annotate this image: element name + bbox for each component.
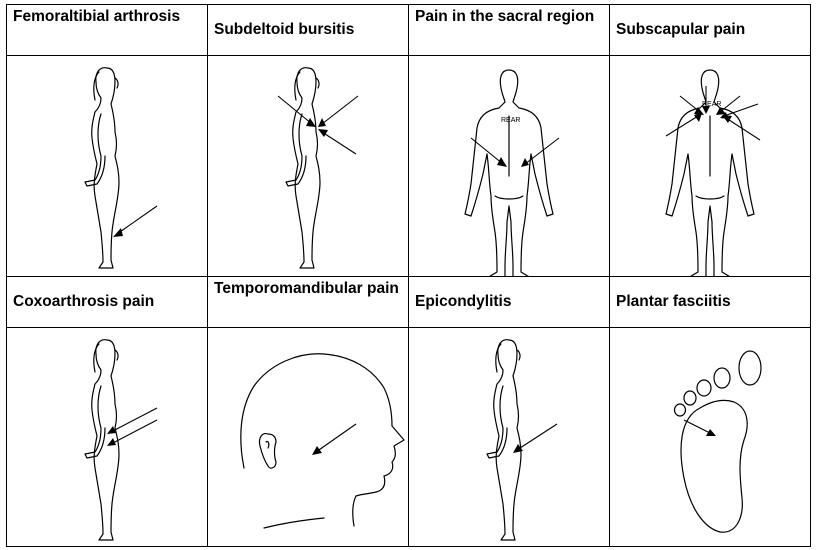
cell-header: Subscapular pain bbox=[610, 5, 811, 56]
cell-illustration bbox=[7, 56, 208, 277]
cell-illustration bbox=[7, 328, 208, 547]
cell-header: Temporomandibular pain bbox=[208, 277, 409, 328]
condition-label: Subscapular pain bbox=[610, 5, 810, 39]
standing-woman-side-icon bbox=[208, 56, 408, 276]
condition-label: Temporomandibular pain bbox=[208, 277, 408, 298]
standing-woman-side-icon bbox=[7, 56, 207, 276]
condition-label: Coxoarthrosis pain bbox=[7, 277, 207, 311]
cell-illustration bbox=[208, 328, 409, 547]
condition-label: Epicondylitis bbox=[409, 277, 609, 311]
cell-header: Femoraltibial arthrosis bbox=[7, 5, 208, 56]
footprint-icon bbox=[610, 328, 810, 546]
standing-woman-side-icon bbox=[7, 328, 207, 546]
cell-header: Plantar fasciitis bbox=[610, 277, 811, 328]
cell-header: Epicondylitis bbox=[409, 277, 610, 328]
cell-illustration bbox=[208, 56, 409, 277]
standing-woman-side-icon bbox=[409, 328, 609, 546]
cell-illustration bbox=[610, 328, 811, 547]
cell-header: Coxoarthrosis pain bbox=[7, 277, 208, 328]
condition-label: Femoraltibial arthrosis bbox=[7, 5, 207, 26]
cell-header: Subdeltoid bursitis bbox=[208, 5, 409, 56]
cell-illustration: REAR bbox=[409, 56, 610, 277]
condition-label: Pain in the sacral region bbox=[409, 5, 609, 26]
condition-label: Subdeltoid bursitis bbox=[208, 5, 408, 39]
cell-header: Pain in the sacral region bbox=[409, 5, 610, 56]
condition-label: Plantar fasciitis bbox=[610, 277, 810, 311]
conditions-grid: Femoraltibial arthrosis Subdeltoid bursi… bbox=[6, 4, 811, 547]
man-rear-view-icon: REAR bbox=[409, 56, 609, 276]
cell-illustration bbox=[409, 328, 610, 547]
man-rear-view-icon: REAR bbox=[610, 56, 810, 276]
head-profile-icon bbox=[208, 328, 408, 546]
rear-text: REAR bbox=[501, 117, 520, 124]
cell-illustration: REAR bbox=[610, 56, 811, 277]
